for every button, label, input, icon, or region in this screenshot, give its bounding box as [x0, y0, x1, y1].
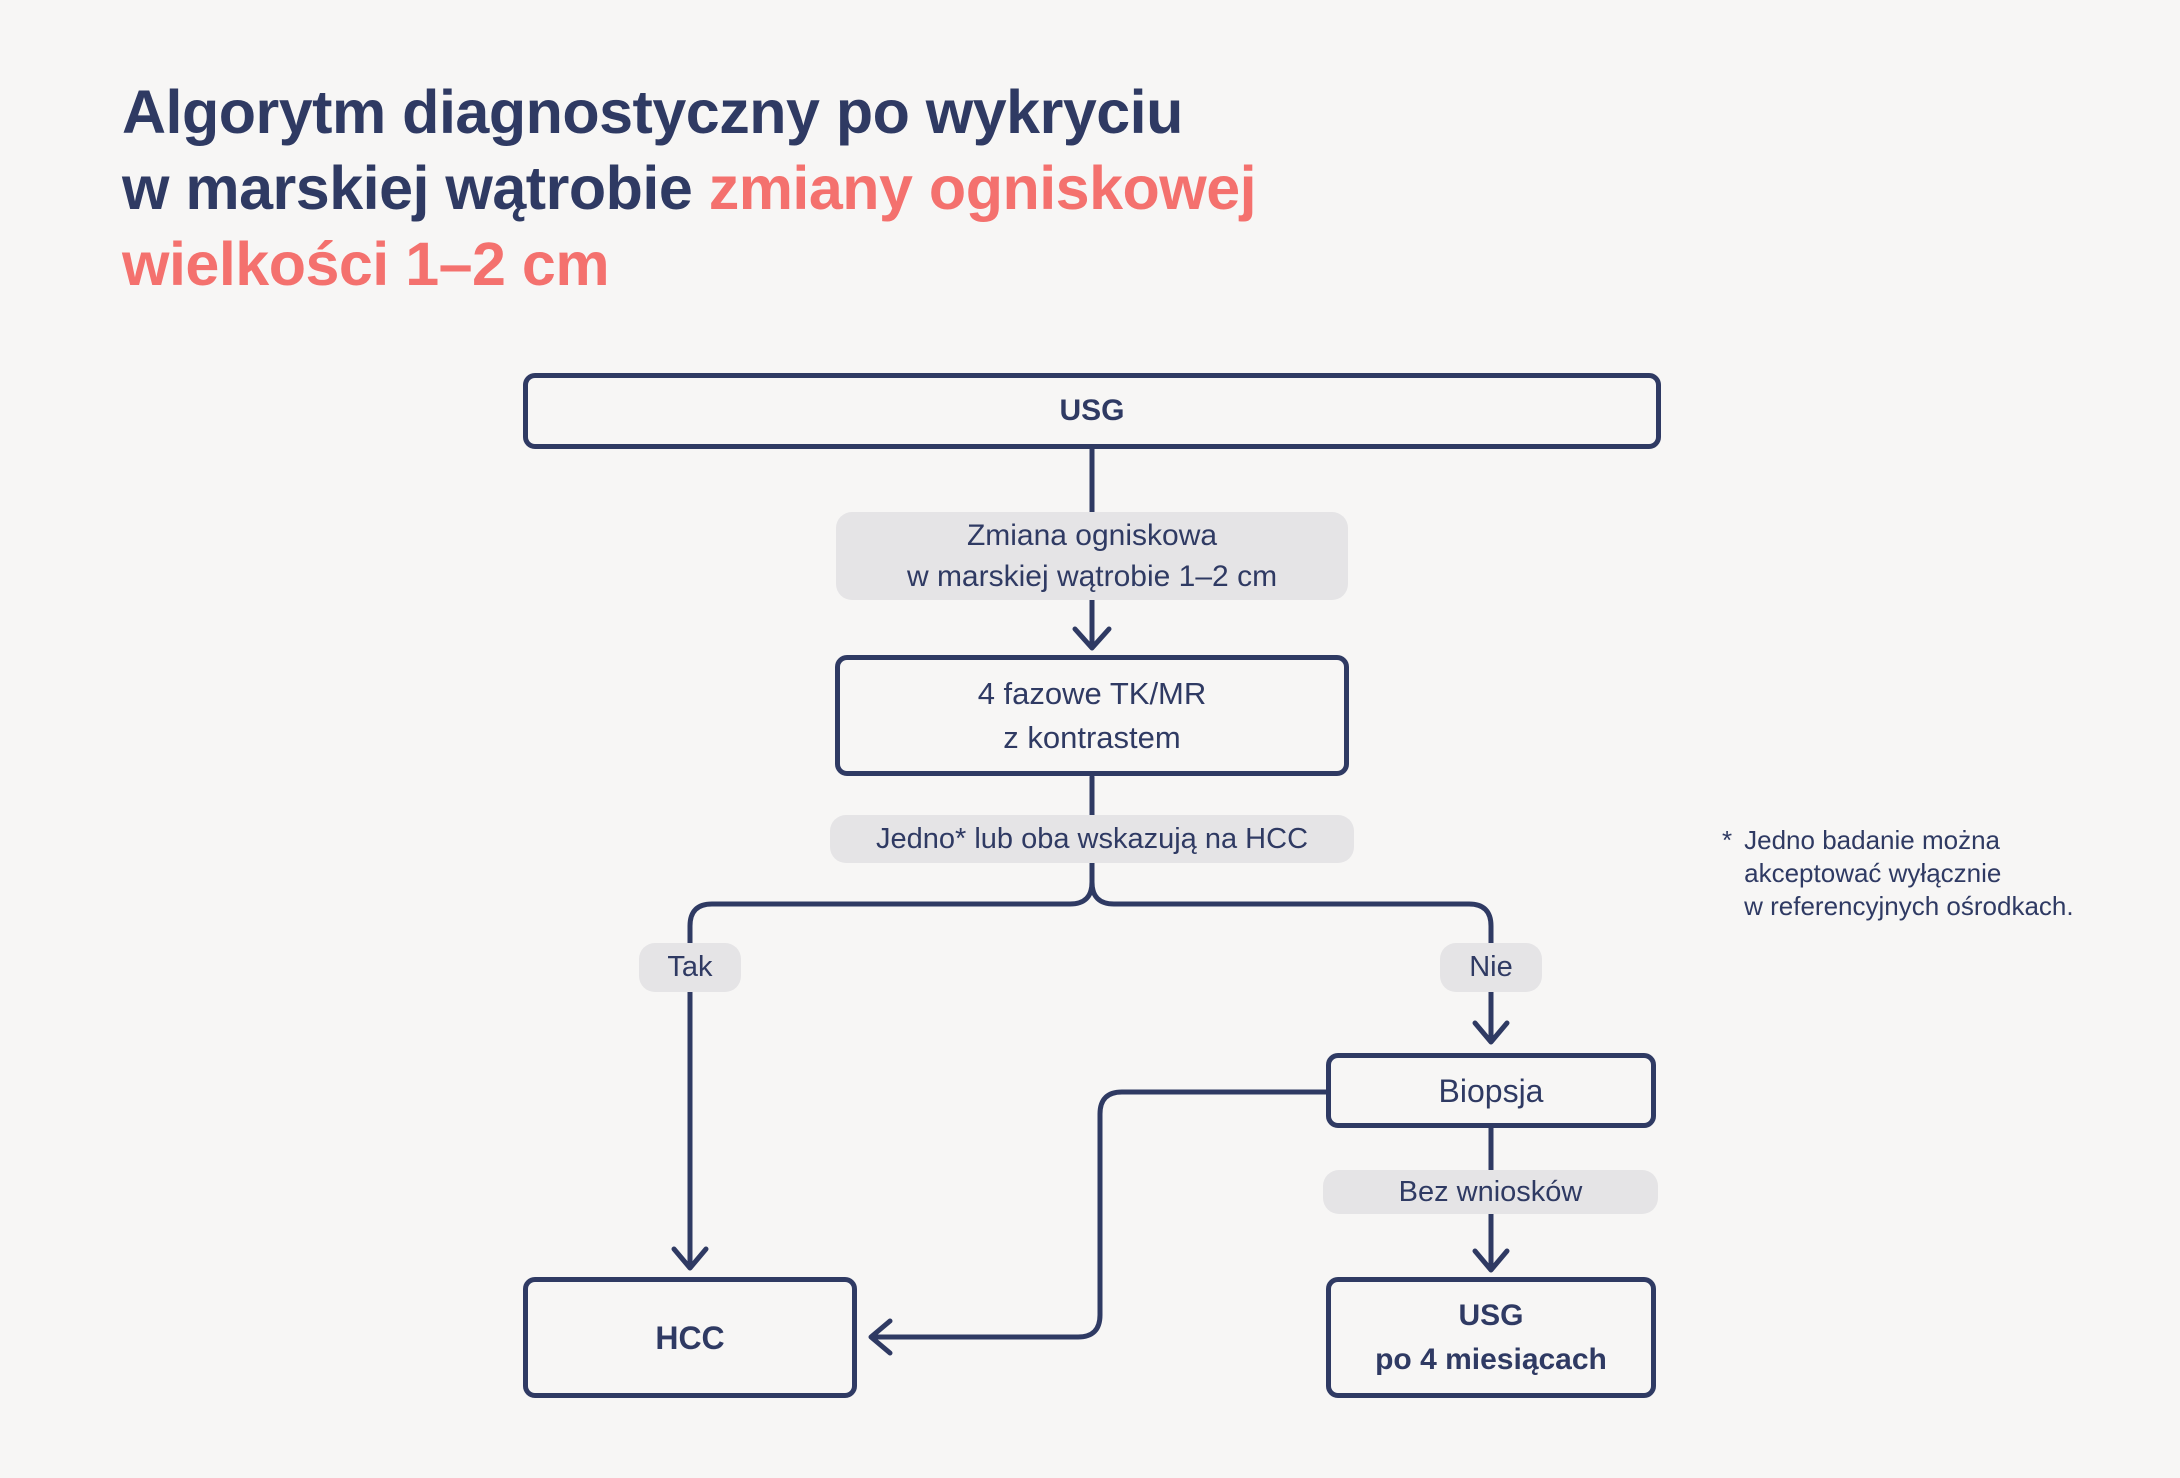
- node-tkmr-line1: 4 fazowe TK/MR: [977, 675, 1207, 711]
- edge-label-zmiana-line2: w marskiej wątrobie 1–2 cm: [906, 560, 1278, 593]
- arrowhead-down-usg4: [1472, 1248, 1510, 1273]
- footnote: * Jedno badanie można akceptować wyłączn…: [1722, 824, 2142, 923]
- node-biopsja-label: Biopsja: [1438, 1072, 1544, 1109]
- arrowhead-left-hcc: [868, 1318, 893, 1356]
- edge-split-right: [1089, 879, 1494, 1043]
- node-usg: USG: [523, 373, 1661, 449]
- edge-label-nie: Nie: [1440, 943, 1542, 992]
- node-hcc-label: HCC: [655, 1319, 725, 1356]
- title-line2-accent: zmiany ogniskowej: [708, 154, 1257, 222]
- arrowhead-down-tkmr: [1072, 626, 1112, 651]
- title-line-3: wielkości 1–2 cm: [122, 230, 610, 298]
- edge-label-tak: Tak: [639, 943, 741, 992]
- node-hcc: HCC: [523, 1277, 857, 1398]
- title-line-2: w marskiej wątrobie zmiany ogniskowej: [122, 150, 1257, 226]
- node-biopsja: Biopsja: [1326, 1053, 1656, 1128]
- title-line2-dark: w marskiej wątrobie: [122, 154, 709, 222]
- node-usg4-line2: po 4 miesiącach: [1375, 1342, 1607, 1376]
- edge-label-bez-wnioskow: Bez wniosków: [1323, 1170, 1658, 1214]
- node-usg4-line1: USG: [1458, 1298, 1524, 1332]
- footnote-asterisk: *: [1722, 825, 1733, 855]
- title-line-1: Algorytm diagnostyczny po wykryciu: [122, 78, 1183, 146]
- arrowhead-down-hcc: [671, 1246, 709, 1271]
- edge-split-left: [687, 879, 1095, 1269]
- node-usg-po-4-miesiacach: USG po 4 miesiącach: [1326, 1277, 1656, 1398]
- node-usg-label: USG: [1059, 394, 1125, 427]
- edge-label-zmiana-ogniskowa: Zmiana ogniskowa w marskiej wątrobie 1–2…: [836, 512, 1348, 600]
- node-tkmr: 4 fazowe TK/MR z kontrastem: [835, 655, 1349, 776]
- footnote-line2: akceptować wyłącznie: [1744, 858, 2002, 888]
- page-title: Algorytm diagnostyczny po wykryciu w mar…: [122, 74, 1257, 302]
- edge-biopsja-to-hcc: [869, 1089, 1329, 1340]
- footnote-text: Jedno badanie można akceptować wyłącznie…: [1744, 824, 2073, 923]
- node-tkmr-line2: z kontrastem: [1003, 719, 1181, 755]
- footnote-line1: Jedno badanie można: [1744, 825, 2000, 855]
- edge-label-jedno-lub-oba: Jedno* lub oba wskazują na HCC: [830, 815, 1354, 863]
- edge-label-zmiana-line1: Zmiana ogniskowa: [966, 519, 1218, 552]
- footnote-line3: w referencyjnych ośrodkach.: [1744, 891, 2074, 921]
- arrowhead-down-biopsja: [1472, 1020, 1510, 1045]
